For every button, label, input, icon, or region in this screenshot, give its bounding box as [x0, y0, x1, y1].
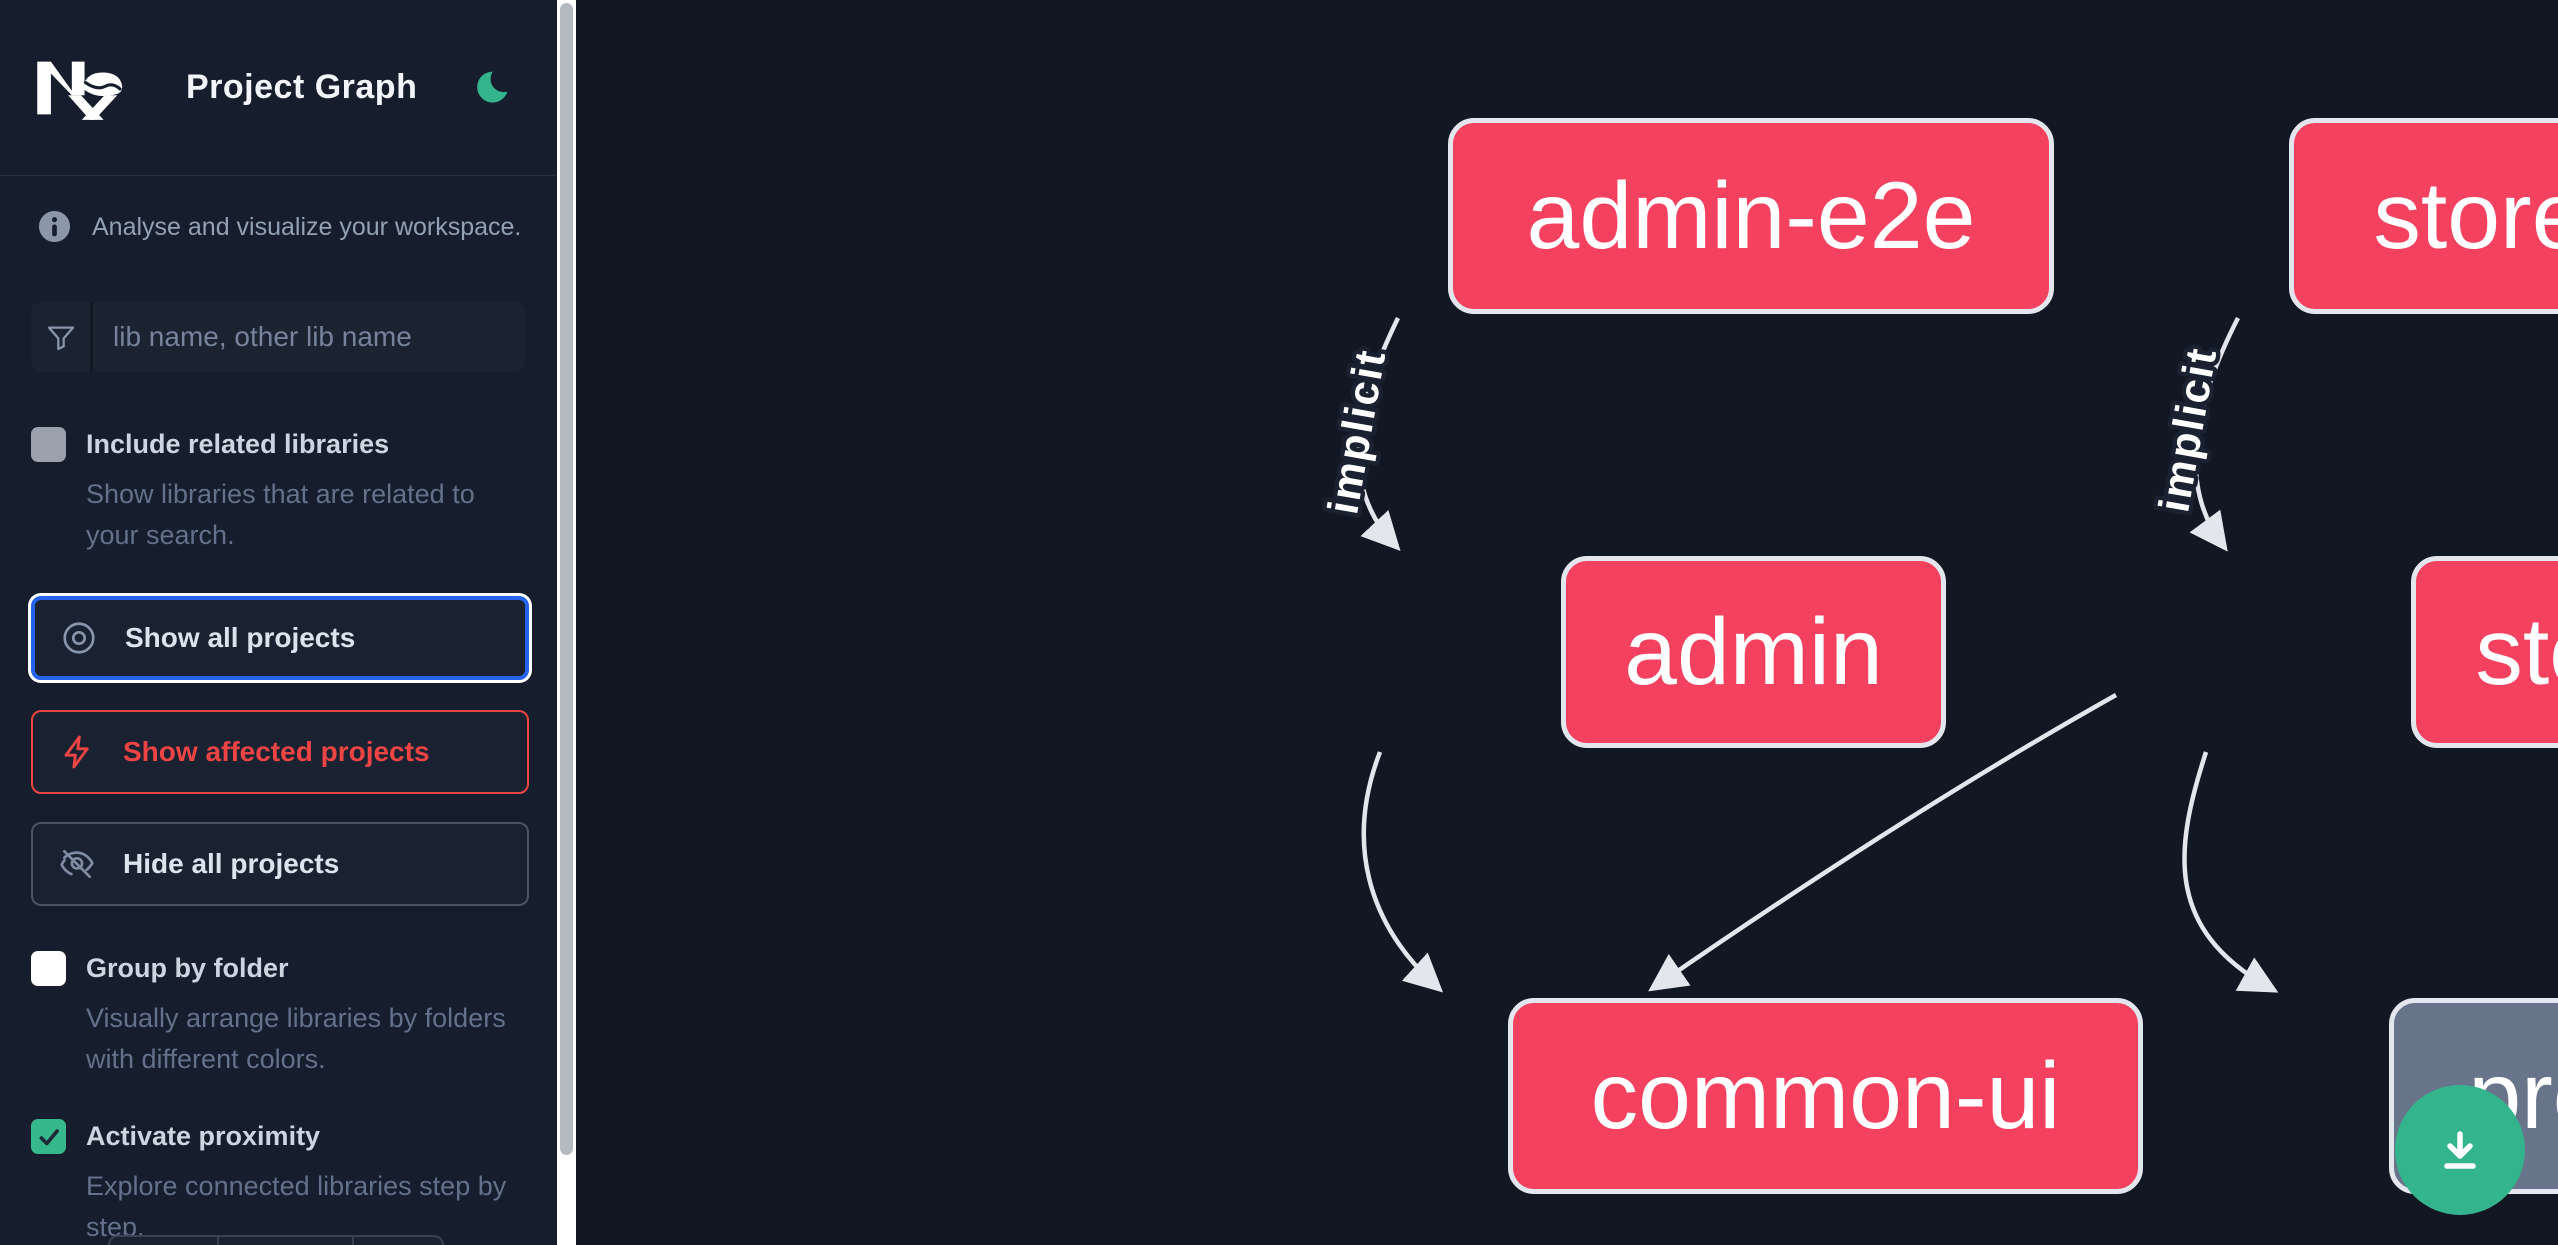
node-label: store: [2475, 598, 2558, 705]
info-icon: [38, 210, 71, 243]
edge-admin-to-common-ui: [1361, 751, 1444, 993]
moon-icon[interactable]: [471, 68, 511, 108]
sidebar-header: Project Graph: [0, 0, 557, 176]
activate-proximity-label: Activate proximity: [86, 1121, 321, 1151]
show-all-projects-label: Show all projects: [125, 622, 356, 653]
edge-label-implicit-admin: implicit: [1319, 345, 1395, 517]
include-related-checkbox[interactable]: [31, 427, 66, 462]
node-label: store-e2e: [2373, 162, 2558, 269]
include-related-label: Include related libraries: [86, 429, 390, 459]
sidebar-scrollbar[interactable]: [557, 0, 576, 1245]
edge-label-implicit-store: implicit: [2150, 343, 2226, 515]
page-title: Project Graph: [186, 68, 418, 106]
bolt-icon: [64, 735, 89, 769]
sidebar: Project Graph Analyse and visualize your…: [0, 0, 557, 1245]
edge-admin-e2e-to-admin: [1356, 317, 1401, 551]
download-graph-button[interactable]: [2395, 1085, 2525, 1215]
workspace-info-text: Analyse and visualize your workspace.: [92, 213, 522, 241]
hide-all-projects-button[interactable]: Hide all projects: [31, 822, 529, 906]
show-affected-projects-button[interactable]: Show affected projects: [31, 710, 529, 794]
download-icon: [2444, 1131, 2476, 1169]
graph-canvas[interactable]: implicit implicit admin-e2e store-e2e ad…: [576, 0, 2558, 1245]
edge-store-to-products: [2182, 751, 2279, 993]
eye-icon: [63, 622, 95, 654]
eye-off-icon: [60, 849, 94, 879]
search-input[interactable]: [93, 302, 525, 372]
show-all-projects-button[interactable]: Show all projects: [31, 596, 529, 680]
nx-logo: [37, 61, 123, 120]
search-bar: [31, 302, 525, 372]
workspace-info: Analyse and visualize your workspace.: [38, 208, 529, 246]
hide-all-projects-label: Hide all projects: [123, 848, 340, 879]
group-by-folder-label: Group by folder: [86, 953, 289, 983]
node-label: admin: [1624, 598, 1883, 705]
group-by-folder-description: Visually arrange libraries by folders wi…: [86, 1003, 506, 1074]
graph-node-common-ui[interactable]: common-ui: [1508, 998, 2143, 1194]
proximity-stepper-control[interactable]: [108, 1235, 444, 1245]
node-label: common-ui: [1590, 1042, 2061, 1149]
show-affected-projects-label: Show affected projects: [123, 736, 430, 767]
filter-icon: [31, 302, 93, 372]
graph-node-admin-e2e[interactable]: admin-e2e: [1448, 118, 2054, 314]
group-by-folder-checkbox[interactable]: [31, 951, 66, 986]
option-group-by-folder: Group by folder Visually arrange librari…: [31, 948, 557, 1080]
activate-proximity-checkbox[interactable]: [31, 1119, 66, 1154]
node-label: admin-e2e: [1526, 162, 1976, 269]
sidebar-scrollbar-thumb[interactable]: [560, 3, 573, 1155]
check-icon: [39, 1128, 59, 1145]
graph-node-admin[interactable]: admin: [1561, 556, 1946, 748]
option-activate-proximity: Activate proximity Explore connected lib…: [31, 1116, 557, 1245]
graph-node-store-e2e[interactable]: store-e2e: [2289, 118, 2558, 314]
edge-store-e2e-to-store: [2189, 316, 2241, 552]
include-related-description: Show libraries that are related to your …: [86, 479, 475, 550]
activate-proximity-description: Explore connected libraries step by step…: [86, 1171, 507, 1242]
option-include-related: Include related libraries Show libraries…: [31, 424, 557, 556]
graph-node-store[interactable]: store: [2411, 556, 2558, 748]
